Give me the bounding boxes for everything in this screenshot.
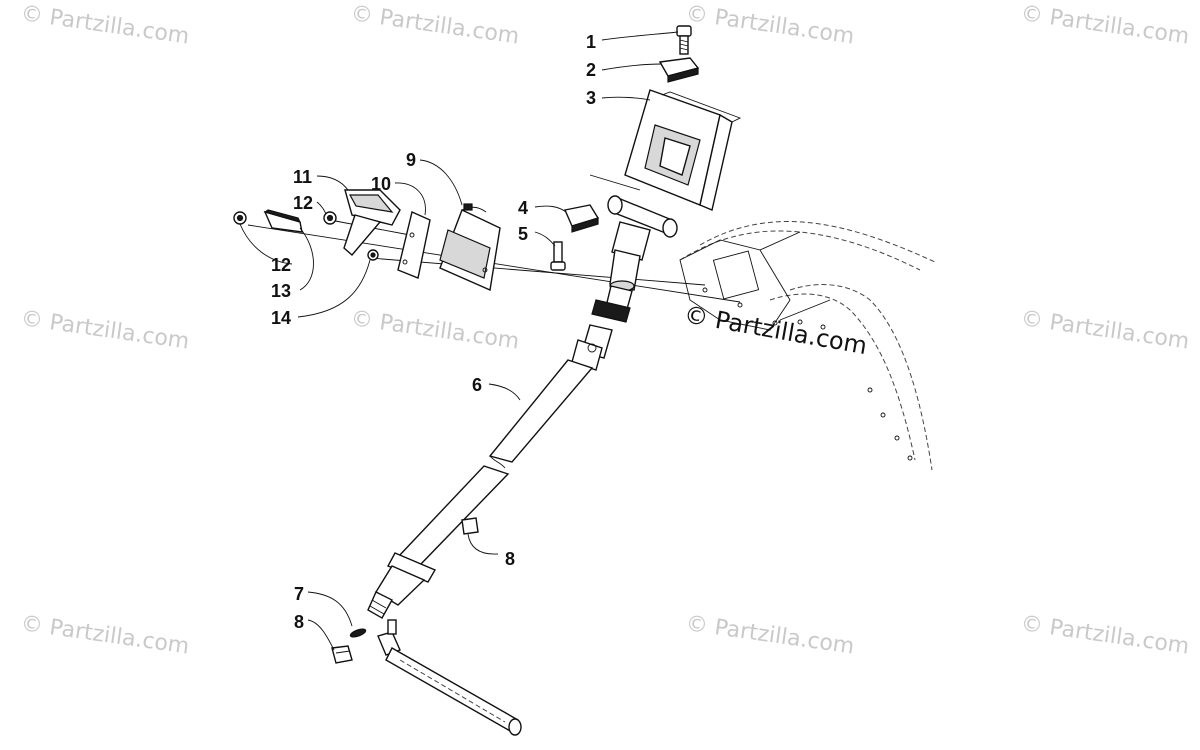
main-watermark: © Partzilla.com bbox=[682, 300, 869, 360]
callout-13: 13 bbox=[271, 281, 291, 301]
watermark: © Partzilla.com bbox=[19, 611, 191, 659]
watermark: © Partzilla.com bbox=[684, 1, 856, 49]
part-13-clip bbox=[263, 209, 303, 233]
callout-6: 6 bbox=[472, 375, 482, 395]
watermark: © Partzilla.com bbox=[1019, 1, 1191, 49]
part-11-bracket bbox=[343, 189, 401, 256]
part-4-clamp-base bbox=[564, 204, 600, 233]
callout-4: 4 bbox=[518, 198, 528, 218]
steering-post-head bbox=[591, 195, 678, 323]
part-1-bolt bbox=[676, 25, 692, 55]
part-9-center-pad bbox=[439, 203, 501, 292]
watermark: © Partzilla.com bbox=[684, 611, 856, 659]
callout-12-lower: 12 bbox=[271, 255, 291, 275]
callout-8-upper: 8 bbox=[505, 549, 515, 569]
watermark: © Partzilla.com bbox=[349, 1, 521, 49]
callout-8-lower: 8 bbox=[294, 612, 304, 632]
watermark: © Partzilla.com bbox=[1019, 306, 1191, 354]
callout-labels: 1 2 3 4 5 6 7 8 8 9 10 11 12 12 13 14 bbox=[271, 32, 596, 632]
part-2-clamp-cap bbox=[658, 57, 700, 83]
callout-2: 2 bbox=[586, 60, 596, 80]
part-5-bolt bbox=[550, 241, 566, 271]
part-14-screw bbox=[367, 249, 379, 261]
part-8-nut-upper bbox=[461, 517, 479, 535]
part-6-steering-shaft bbox=[367, 359, 594, 619]
callout-9: 9 bbox=[406, 150, 416, 170]
callout-10: 10 bbox=[371, 174, 391, 194]
part-7-washer bbox=[349, 628, 367, 638]
leader-lines bbox=[239, 31, 679, 651]
part-12-screw-upper bbox=[323, 211, 337, 225]
frame-outline bbox=[679, 221, 936, 471]
callout-1: 1 bbox=[586, 32, 596, 52]
watermark: © Partzilla.com bbox=[19, 306, 191, 354]
part-12-screw-left bbox=[233, 211, 247, 225]
steering-u-joint bbox=[571, 324, 613, 371]
callout-3: 3 bbox=[586, 88, 596, 108]
part-8-nut-lower bbox=[331, 645, 353, 664]
callout-12-upper: 12 bbox=[293, 193, 313, 213]
callout-14: 14 bbox=[271, 308, 291, 328]
callout-11: 11 bbox=[293, 167, 312, 187]
watermark: © Partzilla.com bbox=[349, 306, 521, 354]
tie-rod-end bbox=[377, 619, 522, 736]
callout-5: 5 bbox=[518, 224, 528, 244]
part-3-handlebar-pad bbox=[624, 89, 742, 211]
watermark: © Partzilla.com bbox=[19, 1, 191, 49]
part-10-mounting-plate bbox=[397, 211, 431, 279]
callout-7: 7 bbox=[294, 584, 304, 604]
watermark: © Partzilla.com bbox=[1019, 611, 1191, 659]
